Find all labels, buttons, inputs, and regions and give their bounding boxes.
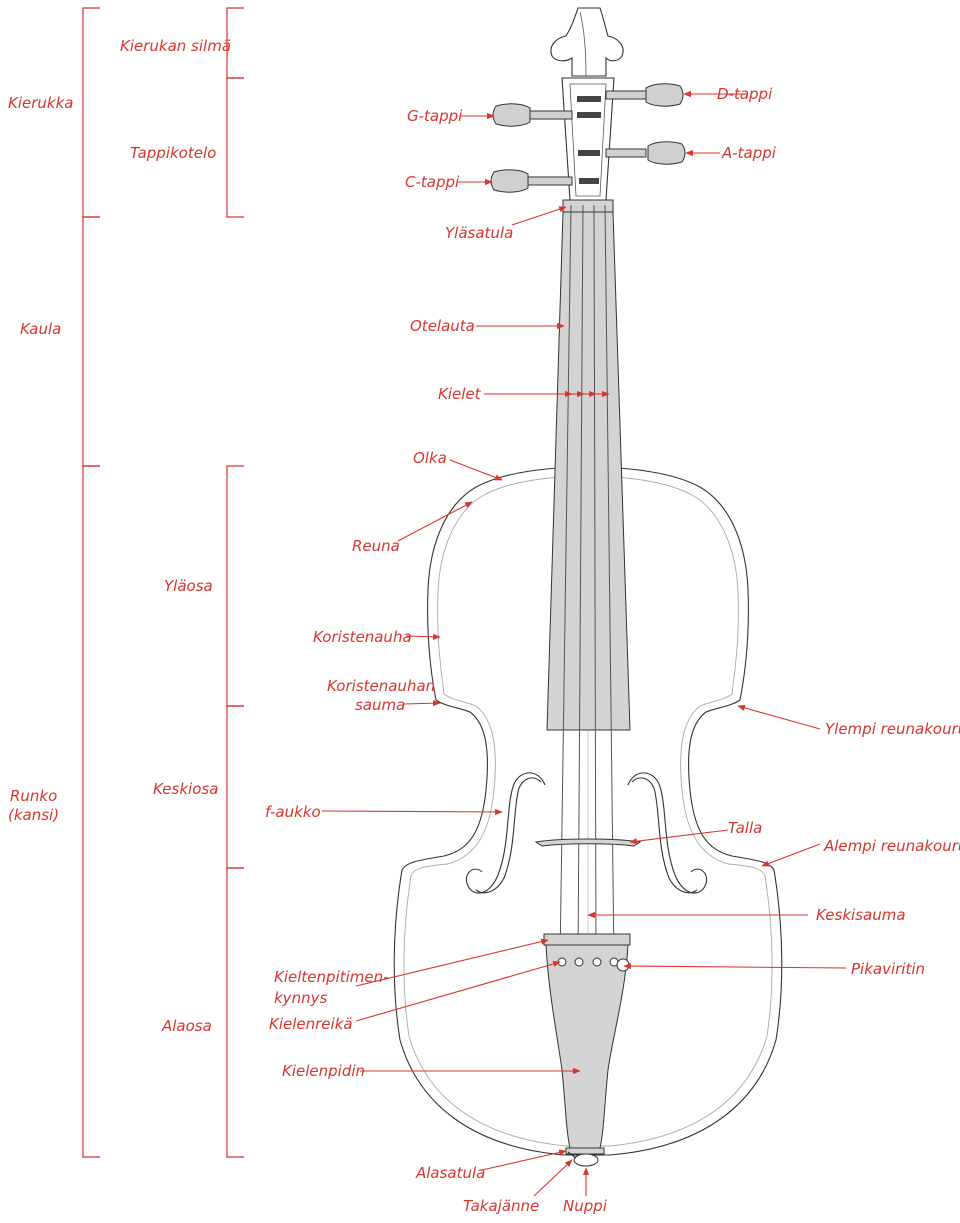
part-labels: D-tappi G-tappi A-tappi C-tappi Yläsatul… <box>265 85 960 1215</box>
scroll <box>550 7 624 77</box>
leader-ylasatula <box>511 206 567 226</box>
label-kielenpidin: Kielenpidin <box>282 1062 365 1080</box>
label-tappikotelo: Tappikotelo <box>130 144 216 162</box>
leader-koristenauhan-sauma <box>403 700 441 707</box>
label-keskiosa: Keskiosa <box>153 780 218 798</box>
label-ylaosa: Yläosa <box>164 577 213 595</box>
label-runko-kansi: (kansi) <box>8 806 59 824</box>
label-kielenreika: Kielenreikä <box>269 1015 353 1033</box>
leader-takajanne <box>533 1159 573 1197</box>
tailpiece-saddle <box>543 933 631 946</box>
bracket-ylaosa <box>226 465 244 707</box>
label-kierukka: Kierukka <box>8 94 73 112</box>
label-a-tappi: A-tappi <box>721 144 777 162</box>
pegbox-bands <box>577 96 601 184</box>
label-kynnys: kynnys <box>274 989 327 1007</box>
bracket-kaula <box>82 216 100 467</box>
leader-koristenauha <box>405 633 441 640</box>
label-kielet: Kielet <box>438 385 482 403</box>
label-nuppi: Nuppi <box>563 1197 608 1215</box>
leader-pikaviritin <box>623 962 847 970</box>
peg-g <box>492 103 573 127</box>
leader-olka <box>449 459 503 481</box>
tailgut <box>567 1151 577 1159</box>
label-keskisauma: Keskisauma <box>816 906 906 924</box>
label-olka: Olka <box>413 449 447 467</box>
fingerboard <box>546 211 631 731</box>
label-pikaviritin: Pikaviritin <box>851 960 925 978</box>
tailpiece-body <box>545 943 629 1149</box>
peg-a <box>605 141 686 165</box>
peg-c <box>490 169 573 193</box>
bracket-runko <box>82 465 100 1158</box>
label-alasatula: Alasatula <box>415 1164 485 1182</box>
leader-alasatula <box>481 1149 567 1171</box>
label-koristenauhan: Koristenauhan <box>327 677 435 695</box>
label-kaula: Kaula <box>20 320 61 338</box>
f-hole-right <box>627 772 708 894</box>
tailpiece <box>543 933 631 1167</box>
end-button <box>573 1153 599 1167</box>
label-sauma: sauma <box>355 696 405 714</box>
peg-d <box>605 83 684 107</box>
group-brackets <box>82 7 244 1158</box>
f-hole-left-inner <box>475 777 542 894</box>
label-ylasatula: Yläsatula <box>445 224 513 242</box>
label-koristenauha: Koristenauha <box>313 628 412 646</box>
leader-talla <box>629 829 729 845</box>
group-labels: Kierukka Kaula Runko (kansi) Kierukan si… <box>8 37 231 1035</box>
label-talla: Talla <box>728 819 762 837</box>
label-alempi-reunakouru: Alempi reunakouru <box>823 837 960 855</box>
fine-tuner <box>616 958 630 972</box>
leader-f-aukko <box>321 808 503 816</box>
bracket-alaosa <box>226 867 244 1158</box>
label-kierukan-silma: Kierukan silmä <box>120 37 231 55</box>
label-takajanne: Takajänne <box>463 1197 539 1215</box>
label-reuna: Reuna <box>352 537 400 555</box>
bracket-keskiosa <box>226 705 244 869</box>
leader-kieltenpitimen-kynnys <box>355 938 549 987</box>
bracket-kierukka <box>82 7 100 218</box>
label-f-aukko: f-aukko <box>265 803 321 821</box>
label-kieltenpitimen: Kieltenpitimen- <box>274 968 389 986</box>
bracket-tappikotelo <box>226 77 244 218</box>
scroll-center-line <box>579 11 587 77</box>
strings <box>559 204 615 963</box>
f-hole-left <box>465 772 546 894</box>
saddle <box>565 1147 605 1155</box>
tailpiece-holes <box>557 957 619 967</box>
label-ylempi-reunakouru: Ylempi reunakouru <box>825 720 960 738</box>
label-runko: Runko <box>10 787 57 805</box>
label-otelauta: Otelauta <box>410 317 475 335</box>
scroll-and-pegbox <box>490 7 686 201</box>
label-g-tappi: G-tappi <box>407 107 463 125</box>
label-alaosa: Alaosa <box>161 1017 212 1035</box>
leader-lines <box>321 90 847 1197</box>
label-d-tappi: D-tappi <box>717 85 773 103</box>
leader-ylempi-reunakouru <box>737 704 821 730</box>
leader-kielenreika <box>355 960 561 1022</box>
label-c-tappi: C-tappi <box>405 173 460 191</box>
pegbox-inner <box>569 83 607 197</box>
f-hole-right-inner <box>631 777 698 894</box>
leader-reuna <box>397 501 473 542</box>
leader-alempi-reunakouru <box>761 843 821 867</box>
